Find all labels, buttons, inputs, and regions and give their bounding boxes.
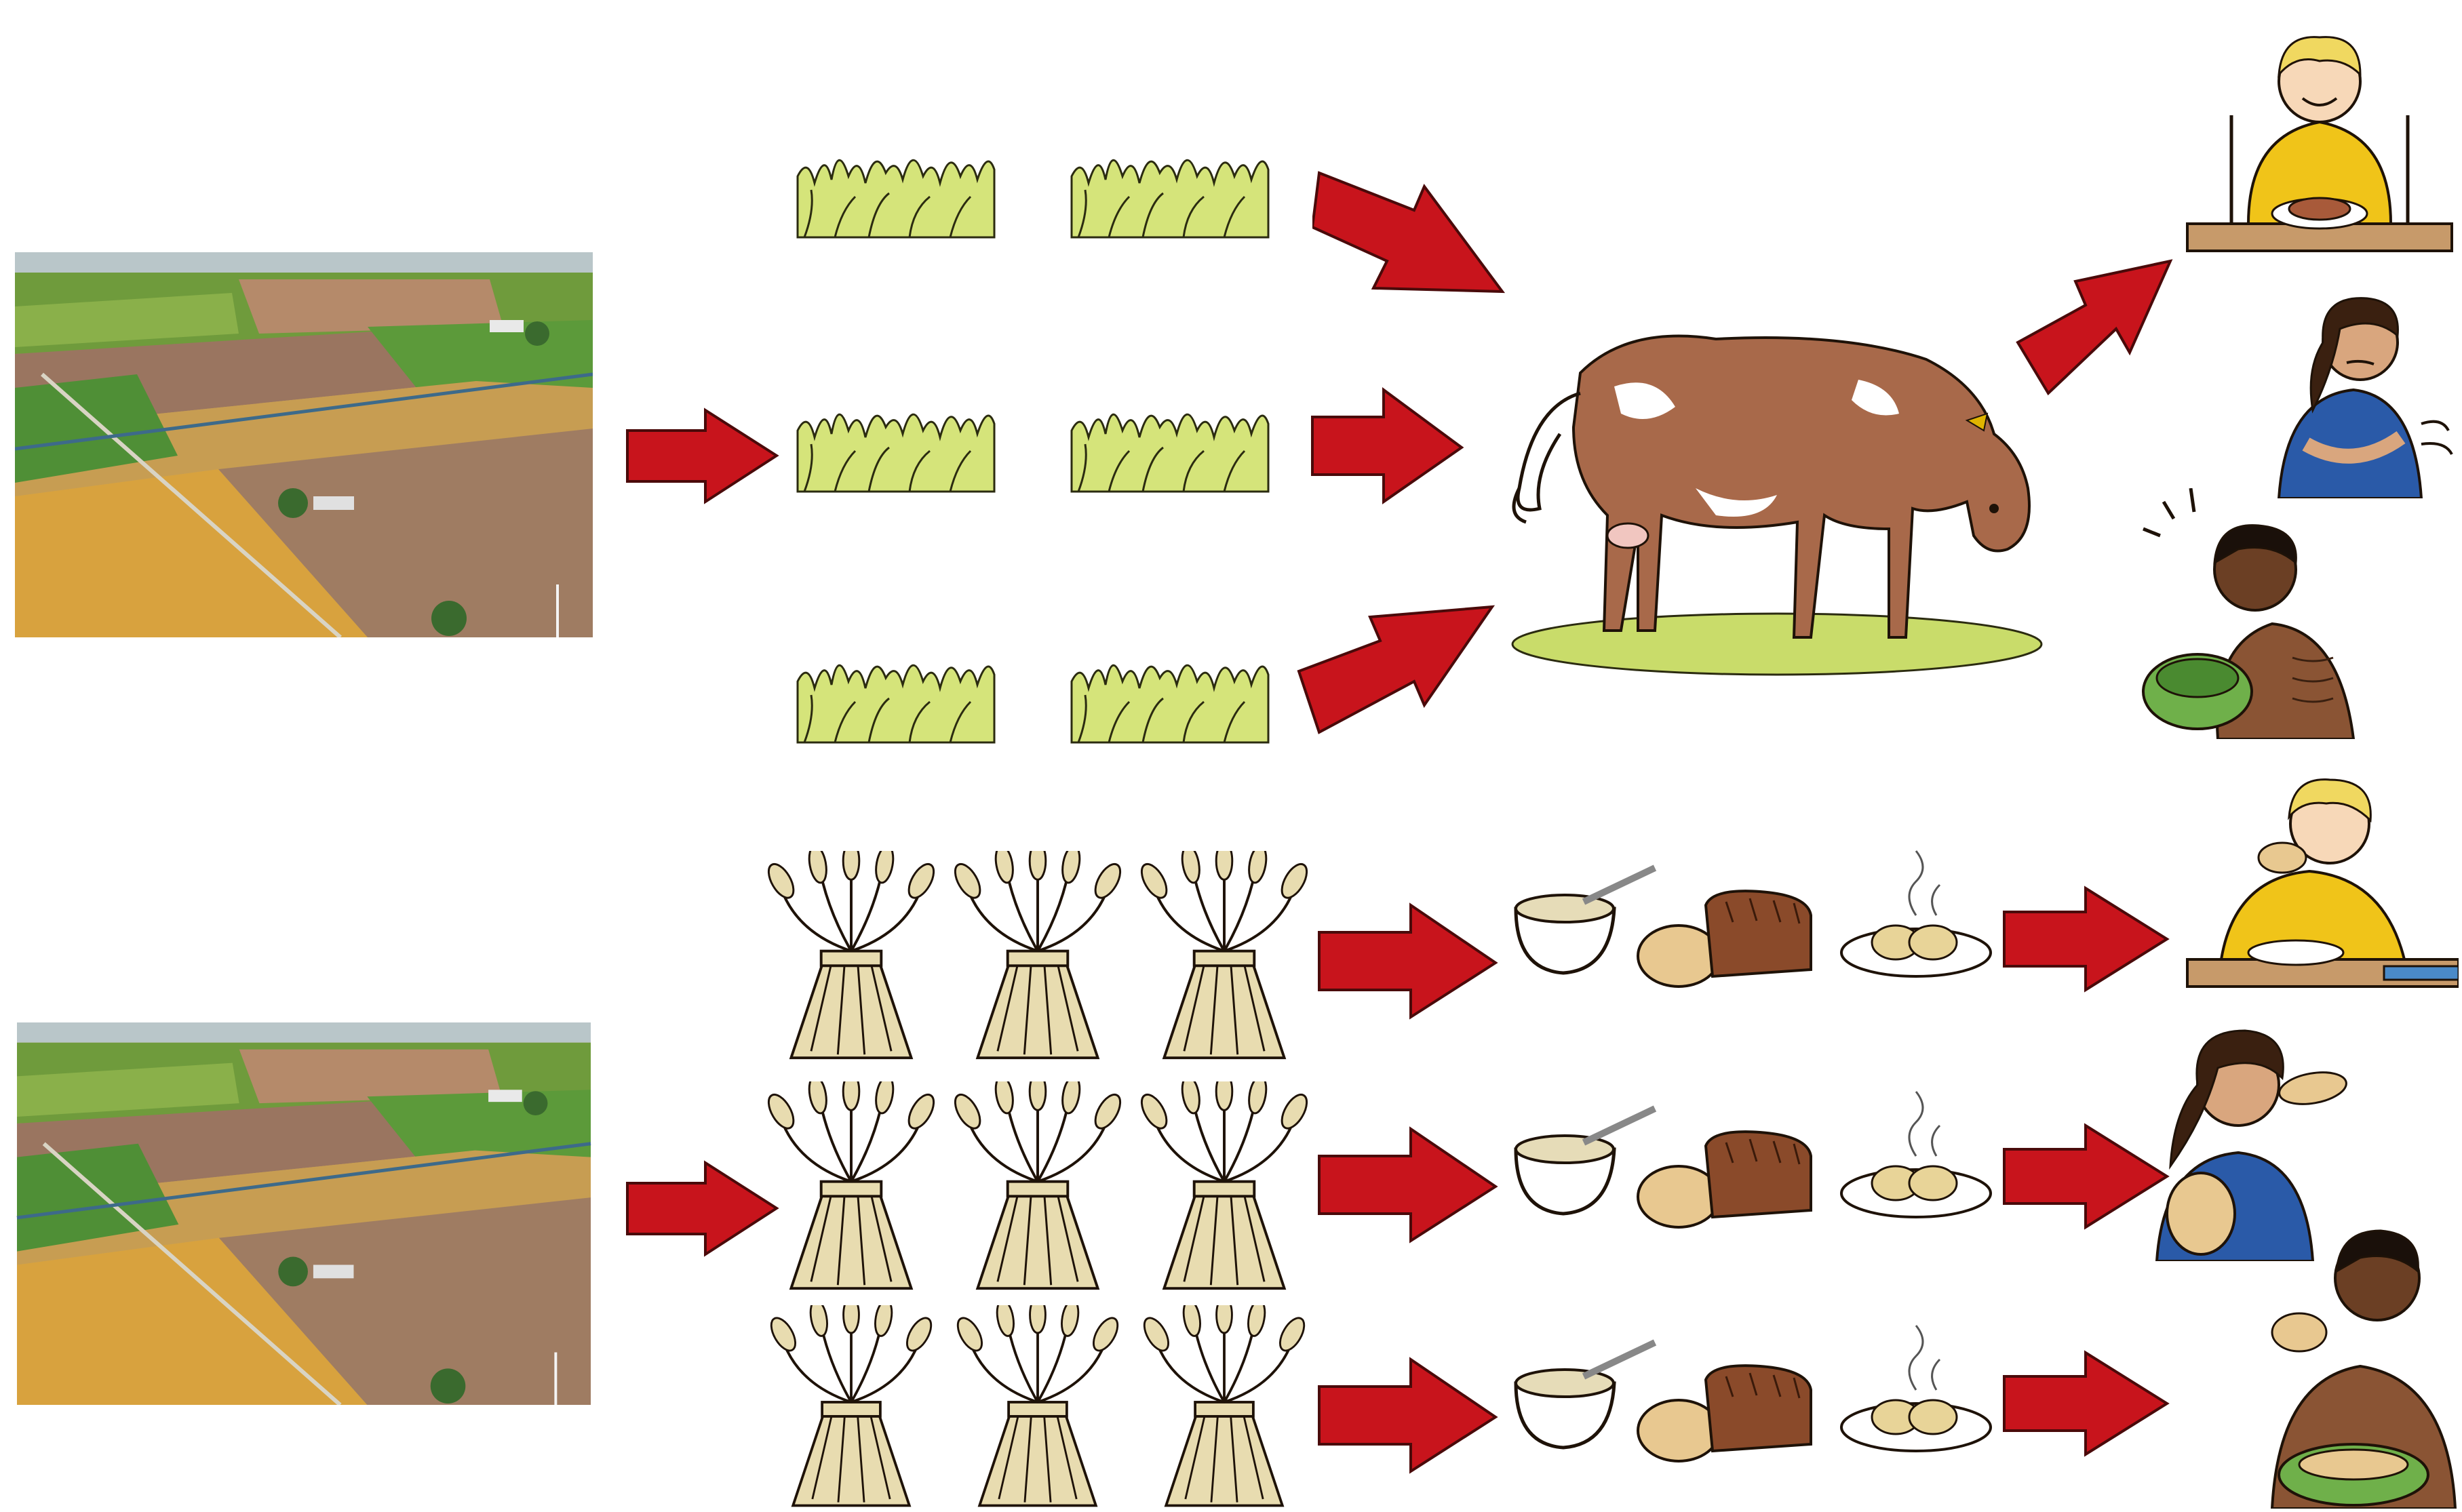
food-group-icon: [1509, 1315, 1997, 1478]
porridge-bowl-icon: [1516, 1342, 1655, 1448]
grass-tuft-icon: [1065, 136, 1275, 244]
arrow-right-icon: [624, 1159, 780, 1258]
arrow-right-icon: [1316, 1126, 1499, 1244]
grass-tuft-icon: [791, 641, 1001, 749]
arrow-right-icon: [1316, 1356, 1499, 1475]
man-eating-bread-icon: [2252, 1203, 2459, 1509]
bread-icon: [1638, 1132, 1811, 1227]
porridge-bowl-icon: [1516, 868, 1655, 973]
porridge-bowl-icon: [1516, 1109, 1655, 1214]
person-eating-steak-icon: [2181, 20, 2459, 258]
food-group-icon: [1509, 841, 1997, 1003]
wheat-sheaf-icon: [1133, 1305, 1316, 1512]
wheat-sheaf-icon: [760, 851, 943, 1065]
arrow-right-icon: [624, 407, 780, 505]
grass-tuft-icon: [1065, 641, 1275, 749]
wheat-sheaf-icon: [760, 1081, 943, 1295]
wheat-sheaf-icon: [760, 1305, 943, 1512]
wheat-sheaf-icon: [946, 851, 1129, 1065]
arrow-down-right-icon: [1312, 146, 1509, 298]
bread-icon: [1638, 1366, 1811, 1461]
farmland-photo-bottom: [15, 1022, 593, 1405]
arrow-right-icon: [2001, 885, 2170, 993]
arrow-right-icon: [1309, 386, 1465, 505]
bread-icon: [1638, 891, 1811, 987]
wheat-sheaf-icon: [1133, 1081, 1316, 1295]
wheat-sheaf-icon: [1133, 851, 1316, 1065]
wheat-sheaf-icon: [946, 1305, 1129, 1512]
arrow-right-icon: [1316, 902, 1499, 1020]
boy-eating-bread-icon: [2181, 763, 2459, 997]
farmland-photo-top: [15, 252, 593, 637]
arrow-up-right-icon: [2011, 254, 2174, 403]
starving-man-icon: [2136, 488, 2367, 739]
cow-icon: [1492, 312, 2062, 678]
grass-tuft-icon: [791, 136, 1001, 244]
potatoes-plate-icon: [1841, 1326, 1991, 1451]
grass-tuft-icon: [791, 390, 1001, 498]
potatoes-plate-icon: [1841, 851, 1991, 976]
grass-tuft-icon: [1065, 390, 1275, 498]
potatoes-plate-icon: [1841, 1092, 1991, 1217]
arrow-right-icon: [2001, 1122, 2170, 1231]
arrow-right-icon: [2001, 1349, 2170, 1458]
hungry-girl-icon: [2252, 275, 2455, 498]
food-group-icon: [1509, 1081, 1997, 1244]
arrow-up-right-icon: [1292, 597, 1496, 749]
wheat-sheaf-icon: [946, 1081, 1129, 1295]
